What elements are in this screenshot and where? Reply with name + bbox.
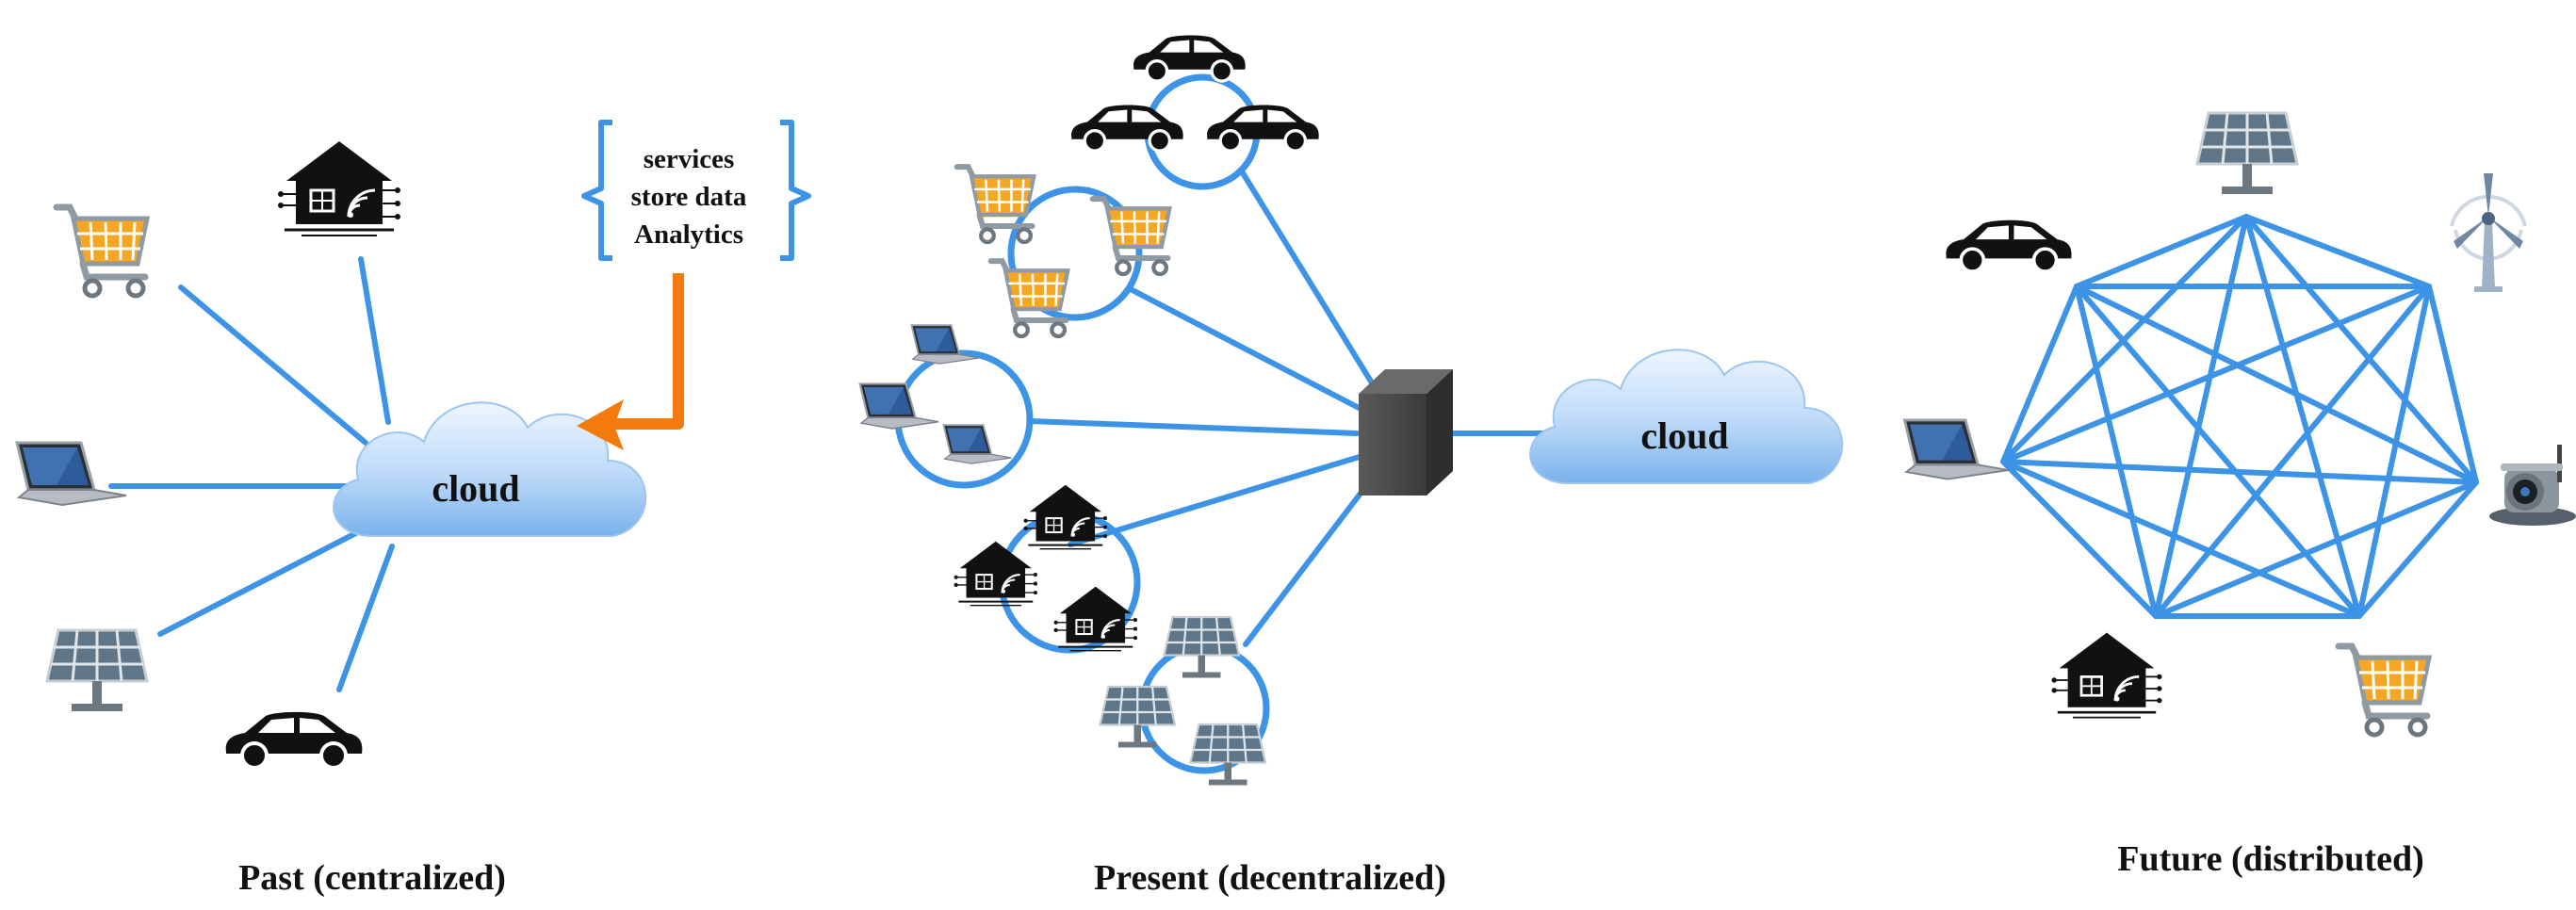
- mesh-link: [2426, 284, 2479, 485]
- link-solar-server: [1243, 468, 1380, 647]
- services-line-1: services: [644, 144, 735, 174]
- solar-panel-icon: [1163, 615, 1241, 679]
- solar-panel-icon: [2195, 111, 2299, 196]
- present-cloud-label: cloud: [1640, 414, 1728, 457]
- server-icon: [1359, 369, 1453, 496]
- laptop-icon: [15, 441, 128, 507]
- cart-icon: [991, 261, 1068, 336]
- past-panel: cloud services store data Analytics: [15, 120, 811, 770]
- laptop-icon: [858, 382, 940, 431]
- mesh-link: [2356, 284, 2432, 619]
- mesh-link: [2000, 284, 2432, 464]
- mesh-link: [2000, 459, 2159, 619]
- cart-icon: [57, 207, 147, 296]
- link-homes-server: [1068, 453, 1365, 547]
- link-cart-cloud: [178, 284, 368, 446]
- full-mesh-links: [2000, 214, 2479, 619]
- past-links: [108, 256, 395, 692]
- present-caption: Present (decentralized): [1094, 858, 1446, 898]
- link-car-cloud: [336, 544, 395, 692]
- solar-panel-icon: [45, 628, 149, 713]
- mesh-link: [2153, 214, 2249, 619]
- laptop-icon: [942, 424, 1013, 465]
- past-caption: Past (centralized): [238, 858, 506, 898]
- mesh-link: [2000, 214, 2249, 464]
- mesh-link: [2000, 459, 2479, 485]
- mesh-link: [2243, 214, 2479, 485]
- mesh-link: [2000, 284, 2079, 464]
- solar-panel-icon: [1099, 685, 1177, 749]
- cart-icon: [2339, 646, 2429, 735]
- smart-home-icon: [276, 139, 402, 237]
- link-home-cloud: [358, 256, 391, 425]
- smart-home-icon: [1052, 585, 1139, 652]
- mesh-link: [2074, 214, 2249, 289]
- camera-icon: [2489, 445, 2576, 526]
- mesh-link: [2243, 214, 2432, 289]
- link-solar-cloud: [157, 522, 375, 637]
- wind-turbine-icon: [2450, 171, 2527, 294]
- mesh-link: [2153, 479, 2479, 619]
- past-cloud-label: cloud: [432, 467, 519, 510]
- laptop-icon: [1902, 418, 2011, 481]
- mesh-link: [2074, 284, 2159, 619]
- car-icon: [1069, 103, 1185, 153]
- smart-home-icon: [2050, 631, 2163, 719]
- link-carts-server: [1126, 285, 1367, 414]
- mesh-link: [2356, 479, 2479, 619]
- services-box: services store data Analytics: [581, 120, 811, 261]
- mesh-link: [2153, 284, 2432, 619]
- services-line-2: store data: [631, 182, 747, 212]
- cart-icon: [957, 167, 1035, 242]
- link-cars-server: [1239, 169, 1386, 404]
- future-caption: Future (distributed): [2117, 839, 2424, 879]
- carts-cluster-ring: [1007, 186, 1143, 321]
- future-panel: [1902, 111, 2576, 735]
- car-icon: [1944, 218, 2074, 273]
- link-laptops-server: [1027, 418, 1360, 436]
- car-icon: [1205, 103, 1321, 153]
- smart-home-icon: [953, 540, 1039, 607]
- services-line-3: Analytics: [634, 219, 743, 250]
- laptop-icon: [910, 324, 981, 366]
- car-icon: [1132, 33, 1247, 83]
- mesh-link: [2000, 459, 2362, 619]
- orange-arrow-icon: [577, 273, 684, 450]
- smart-home-icon: [1022, 483, 1109, 550]
- car-icon: [223, 709, 365, 770]
- present-links: [1027, 169, 1563, 647]
- present-panel: cloud: [858, 33, 1844, 787]
- solar-panel-icon: [1189, 723, 1267, 787]
- mesh-link: [2243, 214, 2362, 619]
- cart-icon: [1093, 199, 1170, 274]
